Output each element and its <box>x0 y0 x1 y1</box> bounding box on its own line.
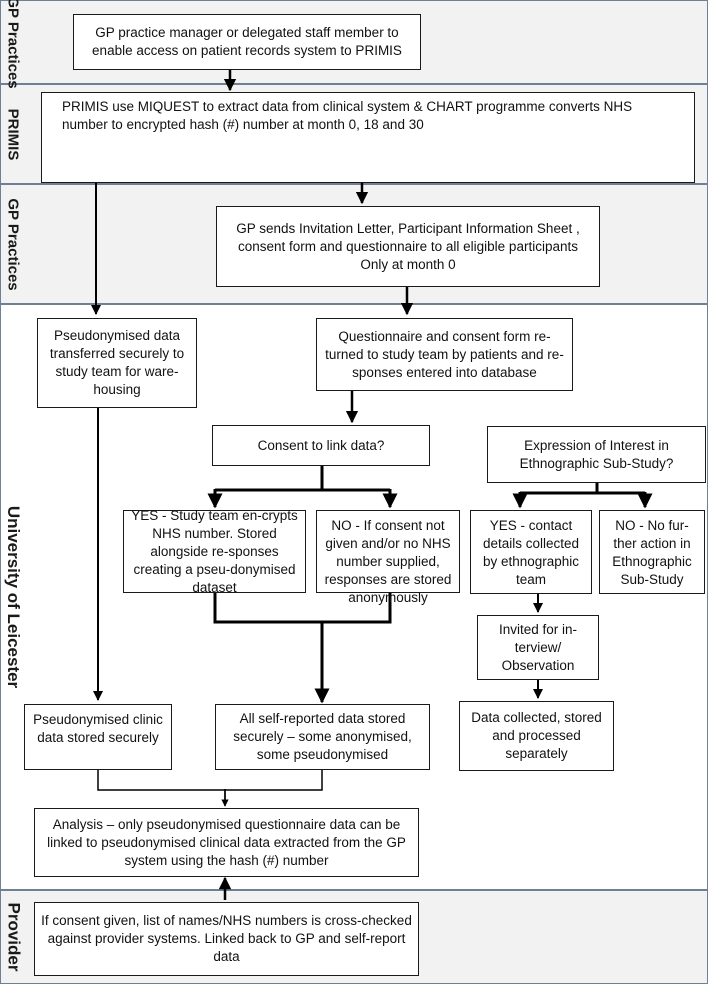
box-yes-contact: YES - contact details collected by ethno… <box>470 510 592 594</box>
box-expression-of-interest: Expression of Interest in Ethnographic S… <box>487 426 706 483</box>
box-no-further-action: NO - No fur-ther action in Ethnographic … <box>599 510 705 594</box>
box-yes-encrypt: YES - Study team en-crypts NHS number. S… <box>123 508 306 595</box>
box-questionnaire-returned: Questionnaire and consent form re-turned… <box>316 318 573 391</box>
box-data-collected: Data collected, stored and processed sep… <box>459 701 614 771</box>
box-analysis: Analysis – only pseudonymised questionna… <box>34 808 419 877</box>
box-invited-interview: Invited for in-terview/ Observation <box>477 615 599 680</box>
box-gp-manager-access: GP practice manager or delegated staff m… <box>73 14 421 70</box>
box-consent-to-link: Consent to link data? <box>212 425 430 466</box>
box-provider-cross-check: If consent given, list of names/NHS numb… <box>34 902 419 976</box>
box-no-consent: NO - If consent not given and/or no NHS … <box>316 510 460 605</box>
box-all-self-reported: All self-reported data stored securely –… <box>215 704 430 770</box>
box-gp-sends-invitation: GP sends Invitation Letter, Participant … <box>216 206 600 287</box>
box-primis-extract: PRIMIS use MIQUEST to extract data from … <box>41 92 695 183</box>
box-pseudonymised-transferred: Pseudonymised data transferred securely … <box>37 318 197 408</box>
box-pseudonymised-clinic: Pseudonymised clinic data stored securel… <box>24 704 172 770</box>
